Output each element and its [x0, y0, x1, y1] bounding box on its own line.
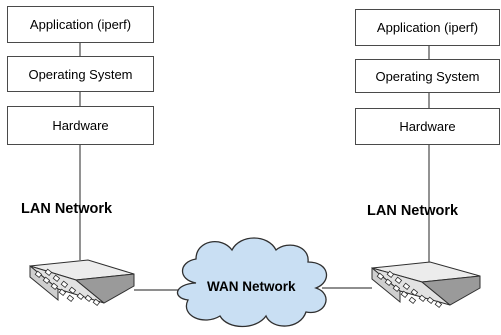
left-os-label: Operating System: [28, 66, 133, 82]
left-application-box: Application (iperf): [7, 6, 154, 43]
right-application-box: Application (iperf): [355, 9, 500, 46]
right-lan-switch: [371, 261, 481, 308]
right-os-box: Operating System: [355, 59, 500, 93]
wan-label: WAN Network: [207, 279, 296, 294]
left-os-box: Operating System: [7, 56, 154, 92]
right-hardware-label: Hardware: [399, 119, 456, 134]
left-hardware-box: Hardware: [7, 106, 154, 145]
right-application-label: Application (iperf): [376, 20, 479, 35]
left-application-label: Application (iperf): [29, 17, 132, 32]
left-lan-label: LAN Network: [21, 201, 113, 217]
wan-cloud: [177, 237, 327, 328]
right-os-label: Operating System: [375, 68, 480, 84]
right-lan-label: LAN Network: [367, 203, 459, 219]
left-lan-switch: [29, 259, 135, 306]
right-hardware-box: Hardware: [355, 108, 500, 145]
left-hardware-label: Hardware: [52, 118, 109, 133]
